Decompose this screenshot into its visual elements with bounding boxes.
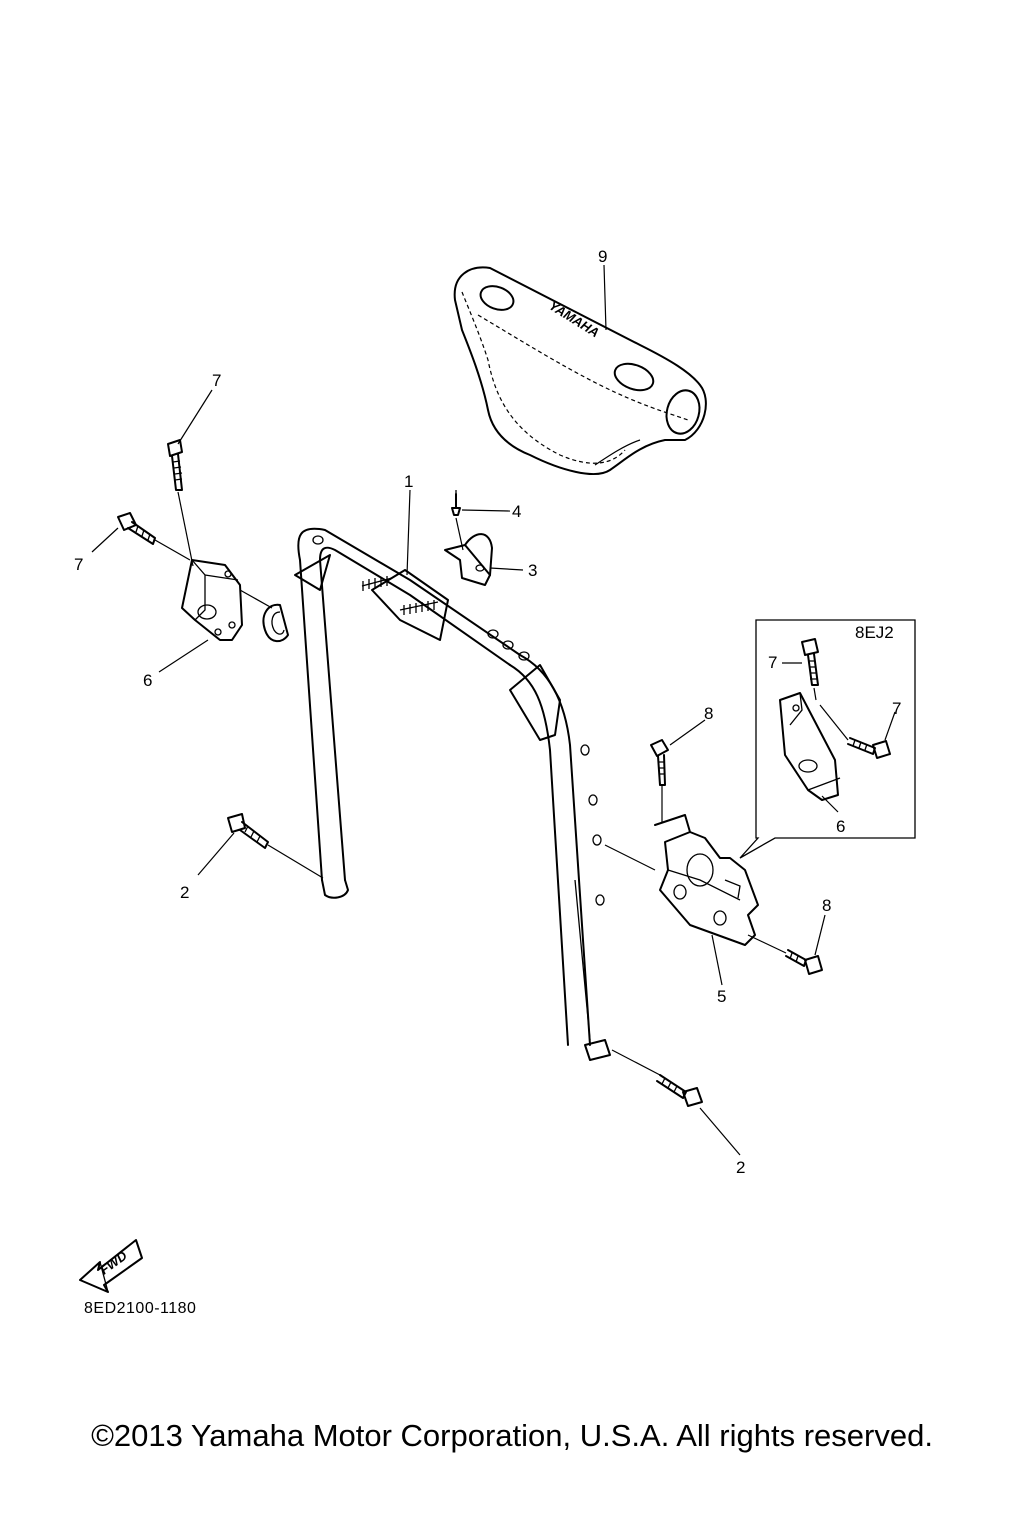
rivet — [451, 490, 461, 516]
bolt-2-left — [227, 813, 269, 849]
callout-5: 5 — [717, 987, 726, 1006]
callout-2-left: 2 — [180, 883, 189, 902]
fwd-arrow-icon: FWD — [79, 1239, 143, 1293]
bolt-2-right — [656, 1074, 703, 1107]
bolt-8-bottom — [785, 949, 823, 975]
bolt-7-left — [117, 512, 156, 545]
inset-8ej2 — [739, 619, 916, 859]
leader-lines — [91, 264, 826, 1156]
callout-7-left: 7 — [74, 555, 83, 574]
bolt-7-top — [167, 439, 183, 491]
callout-9: 9 — [598, 247, 607, 266]
mounting-plate — [654, 814, 759, 946]
handlebar-tube — [294, 527, 611, 1061]
bolt-8-top — [650, 739, 669, 786]
callout-7-top: 7 — [212, 371, 221, 390]
pad-logo-text: YAMAHA — [546, 298, 602, 340]
callout-1: 1 — [404, 472, 413, 491]
copyright-notice: ©2013 Yamaha Motor Corporation, U.S.A. A… — [91, 1418, 933, 1453]
callout-3: 3 — [528, 561, 537, 580]
callout-4: 4 — [512, 502, 521, 521]
callout-6-inset: 6 — [836, 817, 845, 836]
fwd-label: FWD — [97, 1248, 130, 1278]
callout-2-right: 2 — [736, 1158, 745, 1177]
callout-8-bottom: 8 — [822, 896, 831, 915]
left-bracket — [181, 559, 243, 641]
callout-8-top: 8 — [704, 704, 713, 723]
callout-7-inset-b: 7 — [892, 699, 901, 718]
callout-7-inset-a: 7 — [768, 653, 777, 672]
inset-label: 8EJ2 — [855, 623, 894, 642]
diagram-code: 8ED2100-1180 — [84, 1300, 197, 1317]
d-ring — [262, 603, 289, 643]
clip — [444, 533, 493, 586]
callout-6-left: 6 — [143, 671, 152, 690]
handlebar-pad: YAMAHA — [453, 266, 707, 476]
